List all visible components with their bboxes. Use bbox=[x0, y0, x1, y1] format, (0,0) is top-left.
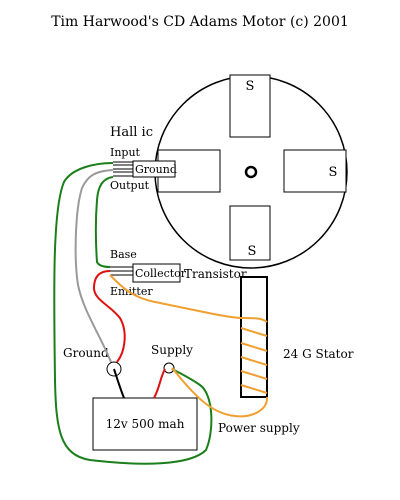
magnet-right bbox=[283, 149, 347, 193]
battery-label: 12v 500 mah bbox=[106, 417, 185, 431]
wire-green-input bbox=[53, 162, 213, 465]
power-supply-label: Power supply bbox=[218, 421, 300, 435]
rotor-axle bbox=[244, 165, 258, 179]
magnet-top-label: S bbox=[246, 79, 255, 94]
supply-terminal bbox=[163, 362, 175, 374]
stator-coil-turn-4 bbox=[240, 370, 268, 380]
transistor-collector-label: Collector bbox=[135, 267, 187, 280]
magnet-bottom-label: S bbox=[248, 244, 257, 259]
wire-red-supply bbox=[153, 368, 166, 399]
ground-label: Ground bbox=[63, 346, 109, 360]
magnet-right-label: S bbox=[329, 165, 338, 180]
wire-gray-ground bbox=[74, 169, 114, 363]
transistor-body bbox=[132, 263, 181, 283]
wire-black-ground bbox=[113, 368, 125, 399]
magnet-top bbox=[229, 74, 271, 138]
stator-label: 24 G Stator bbox=[283, 347, 354, 361]
transistor-label: Transistor bbox=[184, 267, 247, 281]
wire-green-base bbox=[94, 176, 114, 268]
wire-orange-supply bbox=[171, 367, 269, 418]
stator-coil-turn-2 bbox=[240, 342, 268, 352]
wire-orange-emitter bbox=[109, 274, 268, 323]
diagram-title: Tim Harwood's CD Adams Motor (c) 2001 bbox=[51, 14, 349, 30]
stator-coil-turn-1 bbox=[240, 327, 268, 337]
stator-core bbox=[240, 276, 268, 398]
supply-label: Supply bbox=[151, 343, 193, 357]
stator-coil-turn-5 bbox=[240, 384, 268, 394]
ground-terminal bbox=[106, 361, 122, 377]
hall-ground-label: Ground bbox=[135, 163, 177, 176]
transistor-base-label: Base bbox=[110, 248, 137, 261]
hall-ic-label: Hall ic bbox=[110, 125, 153, 140]
hall-output-label: Output bbox=[110, 179, 150, 192]
transistor-emitter-label: Emitter bbox=[110, 285, 153, 298]
hall-input-label: Input bbox=[110, 146, 141, 159]
magnet-bottom bbox=[229, 205, 271, 261]
wire-red-collector bbox=[92, 270, 126, 363]
stator-coil-turn-3 bbox=[240, 356, 268, 366]
battery-body bbox=[92, 397, 198, 451]
